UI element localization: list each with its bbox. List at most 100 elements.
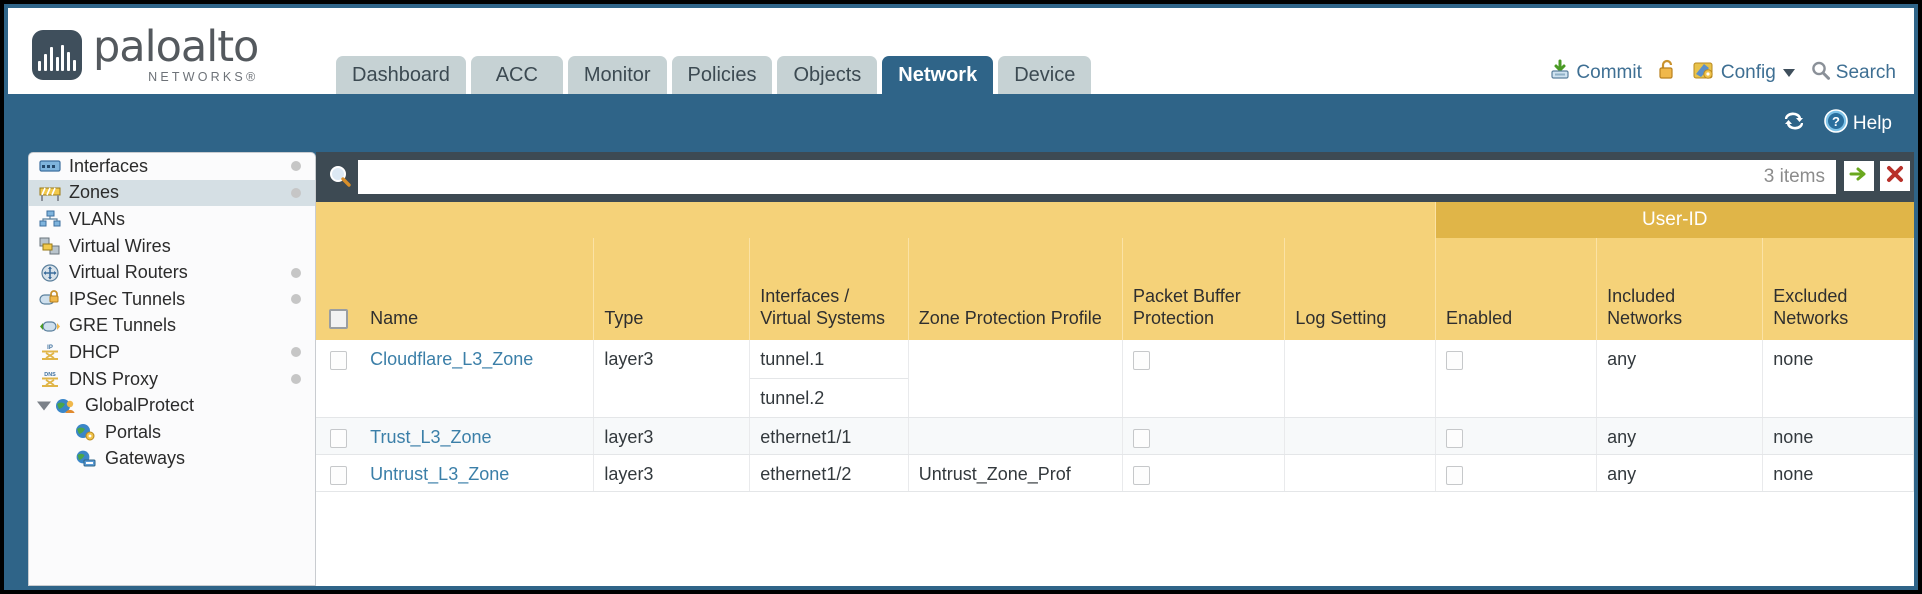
sidebar-item-label: Gateways <box>105 448 186 469</box>
column-header-zone-protection-profile[interactable]: Zone Protection Profile <box>908 238 1123 340</box>
sidebar-item-zones[interactable]: Zones <box>29 179 315 207</box>
sidebar-item-dns-proxy[interactable]: DNS DNS Proxy <box>29 366 315 393</box>
config-menu[interactable]: Config <box>1692 59 1795 87</box>
userid-enabled-checkbox[interactable] <box>1446 428 1464 448</box>
search-label: Search <box>1835 62 1896 83</box>
userid-enabled-checkbox[interactable] <box>1446 465 1464 485</box>
row-checkbox[interactable] <box>329 465 347 485</box>
cell-userid-enabled[interactable] <box>1435 340 1598 418</box>
tab-acc[interactable]: ACC <box>470 56 563 94</box>
help-button[interactable]: ? Help <box>1823 108 1892 140</box>
sidebar-item-vlans[interactable]: VLANs <box>29 206 315 233</box>
commit-icon <box>1549 59 1571 87</box>
search-icon <box>1810 60 1831 87</box>
cell-name[interactable]: Trust_L3_Zone <box>360 417 595 455</box>
cell-userid-enabled[interactable] <box>1435 417 1598 455</box>
sidebar-item-gateways[interactable]: Gateways <box>29 446 315 473</box>
tab-dashboard[interactable]: Dashboard <box>336 56 466 94</box>
cell-log-setting <box>1284 417 1437 455</box>
ipsec-tunnels-icon <box>39 290 61 308</box>
interface-item: tunnel.2 <box>760 388 825 408</box>
cell-included-networks: any <box>1596 340 1764 418</box>
zones-icon <box>39 184 61 202</box>
row-select-cell[interactable] <box>316 340 361 418</box>
gre-tunnels-icon <box>39 317 61 335</box>
cell-packet-buffer-protection[interactable] <box>1122 340 1286 418</box>
sidebar-item-portals[interactable]: Portals <box>29 419 315 446</box>
sidebar-item-label: VLANs <box>69 208 126 229</box>
cell-interfaces: ethernet1/2 <box>749 454 909 492</box>
commit-button[interactable]: Commit <box>1549 59 1642 87</box>
row-checkbox[interactable] <box>329 350 347 370</box>
column-header-included-networks[interactable]: Included Networks <box>1596 238 1764 340</box>
lock-button[interactable] <box>1657 59 1677 87</box>
zone-name-link[interactable]: Trust_L3_Zone <box>370 427 492 447</box>
config-label: Config <box>1720 62 1776 83</box>
tab-monitor[interactable]: Monitor <box>567 56 667 94</box>
column-header-interfaces-virtual-systems[interactable]: Interfaces / Virtual Systems <box>749 238 909 340</box>
cell-log-setting <box>1284 454 1437 492</box>
select-all-header[interactable] <box>316 238 361 340</box>
chevron-down-icon[interactable] <box>37 401 51 411</box>
sidebar-item-label: DNS Proxy <box>69 368 159 389</box>
cell-type: layer3 <box>593 417 751 455</box>
cell-packet-buffer-protection[interactable] <box>1122 454 1286 492</box>
cell-userid-enabled[interactable] <box>1435 454 1598 492</box>
tab-objects[interactable]: Objects <box>777 56 878 94</box>
paloalto-logo: paloalto NETWORKS® <box>32 26 259 84</box>
config-icon <box>1692 59 1716 87</box>
column-header-log-setting[interactable]: Log Setting <box>1284 238 1437 340</box>
cell-included-networks: any <box>1596 454 1764 492</box>
sidebar-item-globalprotect[interactable]: GlobalProtect <box>29 392 315 419</box>
filter-input[interactable]: 3 items <box>358 160 1836 194</box>
packet-buffer-protection-checkbox[interactable] <box>1132 428 1150 448</box>
column-header-type[interactable]: Type <box>593 238 751 340</box>
sidebar-item-label: GlobalProtect <box>85 395 195 416</box>
sidebar-item-label: Interfaces <box>69 155 149 176</box>
sidebar-item-ipsec-tunnels[interactable]: IPSec Tunnels <box>29 286 315 313</box>
userid-enabled-checkbox[interactable] <box>1446 350 1464 370</box>
brand-subtitle: NETWORKS® <box>148 70 259 84</box>
column-header-packet-buffer-protection[interactable]: Packet Buffer Protection <box>1122 238 1286 340</box>
packet-buffer-protection-checkbox[interactable] <box>1132 465 1150 485</box>
clear-filter-button[interactable] <box>1880 161 1910 191</box>
chevron-down-icon <box>1782 69 1795 77</box>
svg-text:IP: IP <box>47 345 53 351</box>
sidebar-item-label: GRE Tunnels <box>69 315 177 336</box>
row-checkbox[interactable] <box>329 428 347 448</box>
column-header-enabled[interactable]: Enabled <box>1435 238 1598 340</box>
dhcp-icon: IP <box>39 343 61 361</box>
table-row[interactable]: Trust_L3_Zone layer3 ethernet1/1 any non… <box>316 417 1914 455</box>
table-row[interactable]: Untrust_L3_Zone layer3 ethernet1/2 Untru… <box>316 454 1914 492</box>
sidebar-item-virtual-wires[interactable]: Virtual Wires <box>29 233 315 260</box>
search-button[interactable]: Search <box>1810 60 1896 87</box>
cell-excluded-networks: none <box>1762 454 1914 492</box>
row-select-cell[interactable] <box>316 417 361 455</box>
apply-filter-button[interactable] <box>1844 161 1874 191</box>
column-header-excluded-networks[interactable]: Excluded Networks <box>1762 238 1914 340</box>
tab-device[interactable]: Device <box>998 56 1092 94</box>
tab-policies[interactable]: Policies <box>671 56 773 94</box>
refresh-button[interactable] <box>1781 110 1807 138</box>
select-all-checkbox[interactable] <box>328 309 348 330</box>
cell-packet-buffer-protection[interactable] <box>1122 417 1286 455</box>
search-icon[interactable] <box>328 164 354 195</box>
cell-zone-protection-profile: Untrust_Zone_Prof <box>908 454 1123 492</box>
cell-name[interactable]: Cloudflare_L3_Zone <box>360 340 595 418</box>
sidebar-item-dhcp[interactable]: IP DHCP <box>29 339 315 366</box>
column-header-name[interactable]: Name <box>360 238 595 340</box>
cell-zone-protection-profile <box>908 340 1123 418</box>
sidebar-item-gre-tunnels[interactable]: GRE Tunnels <box>29 313 315 340</box>
help-label: Help <box>1852 113 1892 134</box>
table-row[interactable]: Cloudflare_L3_Zone layer3 tunnel.1 tunne… <box>316 340 1914 418</box>
tab-network[interactable]: Network <box>882 56 994 94</box>
zone-name-link[interactable]: Untrust_L3_Zone <box>370 464 510 484</box>
row-select-cell[interactable] <box>316 454 361 492</box>
cell-name[interactable]: Untrust_L3_Zone <box>360 454 595 492</box>
sidebar-item-virtual-routers[interactable]: Virtual Routers <box>29 259 315 286</box>
sidebar-item-interfaces[interactable]: Interfaces <box>29 153 315 180</box>
zone-name-link[interactable]: Cloudflare_L3_Zone <box>370 349 534 369</box>
gateways-icon <box>75 450 97 468</box>
packet-buffer-protection-checkbox[interactable] <box>1132 350 1150 370</box>
